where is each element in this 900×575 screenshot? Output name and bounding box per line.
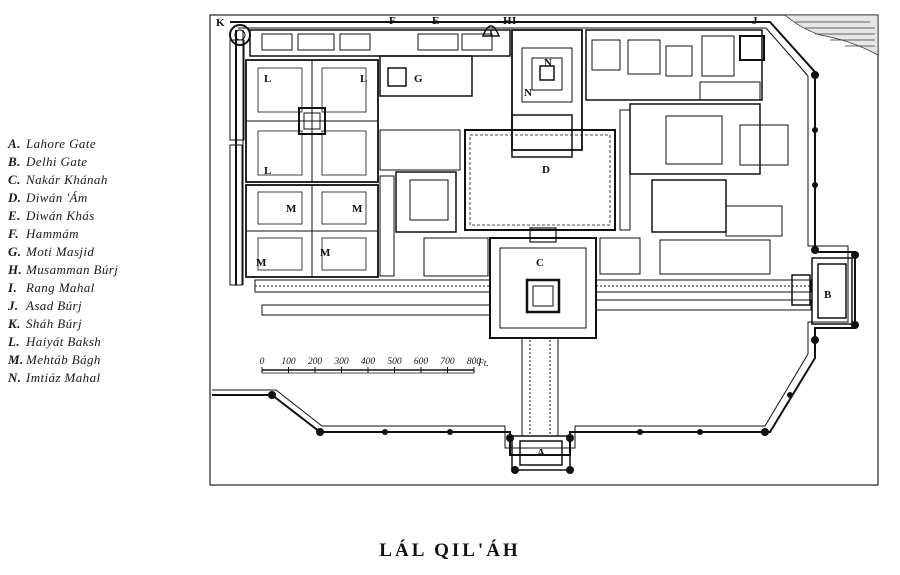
- map-label-m-2: M: [352, 203, 363, 215]
- legend-item: N. Imtiáz Mahal: [8, 370, 208, 388]
- legend-label: Haiyát Baksh: [26, 334, 102, 349]
- scale-tick-label: 700: [440, 357, 455, 367]
- legend-item: K. Sháh Búrj: [8, 316, 208, 334]
- legend-key: C.: [8, 172, 21, 187]
- wall-bastions: [268, 71, 859, 474]
- scale-tick-label: 0: [260, 357, 265, 367]
- river-bank: [783, 14, 879, 56]
- scale-tick-label: 200: [308, 357, 323, 367]
- plan-frame: [209, 14, 879, 486]
- haiyat-baksh-garden: [245, 59, 379, 183]
- map-label-i: I: [512, 15, 516, 27]
- chatta-chowk-road: [521, 337, 559, 437]
- legend-item: G. Moti Masjid: [8, 244, 208, 262]
- legend-key: K.: [8, 316, 21, 331]
- legend-label: Nakár Khánah: [26, 172, 108, 187]
- legend-item: D. Diwán 'Ám: [8, 190, 208, 208]
- map-label-j: J: [752, 15, 758, 27]
- map-label-l-2: L: [360, 73, 367, 85]
- legend-item: B. Delhi Gate: [8, 154, 208, 172]
- map-label-b: B: [824, 289, 832, 301]
- legend-label: Musamman Búrj: [26, 262, 119, 277]
- scale-tick-label: 400: [361, 357, 376, 367]
- map-label-m-1: M: [286, 203, 297, 215]
- map-label-c: C: [536, 257, 544, 269]
- legend-key: I.: [8, 280, 18, 295]
- mehtab-bagh-garden: [245, 184, 379, 278]
- legend-item: F. Hammám: [8, 226, 208, 244]
- scale-tick-label: 600: [414, 357, 429, 367]
- legend-item: J. Asad Búrj: [8, 298, 208, 316]
- map-label-k: K: [216, 17, 225, 29]
- map-label-m-4: M: [320, 247, 331, 259]
- legend-key: E.: [8, 208, 21, 223]
- legend-label: Sháh Búrj: [26, 316, 82, 331]
- scale-unit: Ft.: [477, 359, 489, 369]
- legend-key: N.: [8, 370, 22, 385]
- legend-key: F.: [8, 226, 20, 241]
- legend-item: E. Diwán Khás: [8, 208, 208, 226]
- legend-label: Imtiáz Mahal: [26, 370, 101, 385]
- legend-item: C. Nakár Khánah: [8, 172, 208, 190]
- map-label-l-1: L: [264, 73, 271, 85]
- legend-item: M.Mehtáb Bágh: [8, 352, 208, 370]
- legend-label: Hammám: [26, 226, 79, 241]
- legend-label: Diwán Khás: [26, 208, 95, 223]
- diwan-am-court: [464, 114, 616, 243]
- map-label-h: H: [503, 15, 512, 27]
- legend-item: A. Lahore Gate: [8, 136, 208, 154]
- map-label-d: D: [542, 164, 550, 176]
- east-west-road: [254, 279, 812, 316]
- legend-label: Mehtáb Bágh: [26, 352, 101, 367]
- legend-label: Moti Masjid: [26, 244, 95, 259]
- legend-item: H.Musamman Búrj: [8, 262, 208, 280]
- nakar-khanah-court: [489, 237, 597, 339]
- legend-key: B.: [8, 154, 21, 169]
- map-label-l-3: L: [264, 165, 271, 177]
- legend-label: Lahore Gate: [26, 136, 96, 151]
- map-label-m-3: M: [256, 257, 267, 269]
- legend-item: L. Haiyát Baksh: [8, 334, 208, 352]
- legend-key: H.: [8, 262, 23, 277]
- legend-key: G.: [8, 244, 22, 259]
- legend-label: Diwán 'Ám: [26, 190, 88, 205]
- legend-item: I. Rang Mahal: [8, 280, 208, 298]
- map-title: LÁL QIL'ÁH: [379, 540, 521, 561]
- scale-tick-label: 500: [387, 357, 402, 367]
- map-label-n-2: N: [524, 87, 532, 99]
- map-label-e: E: [432, 15, 439, 27]
- legend-key: M.: [8, 352, 24, 367]
- scale-tick-label: 100: [281, 357, 296, 367]
- map-label-a: A: [537, 447, 545, 459]
- scale-tick-label: 800: [467, 357, 482, 367]
- delhi-gate-structure: [791, 257, 853, 325]
- scale-bar: 0 100 200 300 400 500 600 700 800: [260, 357, 482, 374]
- map-label-n-1: N: [544, 57, 552, 69]
- map-label-f: F: [389, 15, 396, 27]
- scale-tick-label: 300: [333, 357, 349, 367]
- legend-label: Asad Búrj: [26, 298, 82, 313]
- map-label-g: G: [414, 73, 423, 85]
- river-palaces: [229, 29, 789, 286]
- legend-label: Delhi Gate: [26, 154, 88, 169]
- musamman-burj-structure: [481, 25, 501, 37]
- legend-key: D.: [8, 190, 22, 205]
- legend-key: L.: [8, 334, 20, 349]
- legend-key: A.: [8, 136, 21, 151]
- legend-label: Rang Mahal: [26, 280, 95, 295]
- legend-key: J.: [8, 298, 19, 313]
